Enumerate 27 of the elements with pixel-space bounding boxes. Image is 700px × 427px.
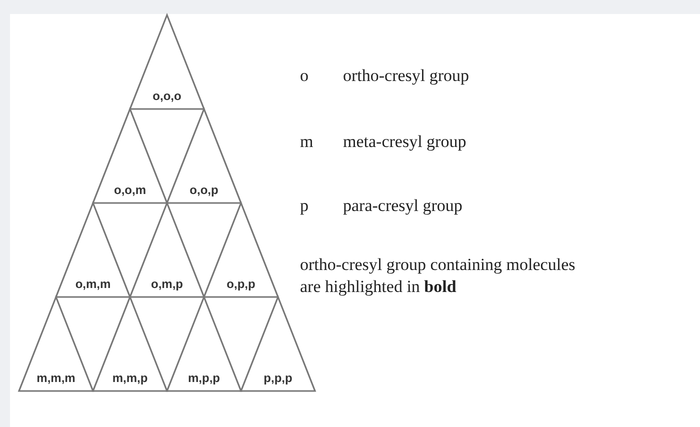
isomer-label: m,m,m (36, 371, 76, 385)
key-description: ortho-cresyl group (343, 66, 470, 86)
isomer-label: m,p,p (188, 371, 220, 385)
key-description: para-cresyl group (343, 196, 462, 216)
note-text: ortho-cresyl group containing molecules are highlighted in bold (300, 254, 576, 298)
triangle-cell (93, 109, 167, 203)
isomer-label: o,o,m (114, 183, 146, 197)
key-symbol: m (300, 132, 314, 152)
key-description: meta-cresyl group (343, 132, 466, 152)
triangle-cell (130, 203, 204, 297)
triangle-cell (167, 297, 241, 391)
isomer-label: o,m,m (75, 277, 111, 291)
triangle-cell (19, 297, 93, 391)
isomer-label: o,m,p (151, 277, 183, 291)
triangle-cell (241, 297, 315, 391)
triangle-cell (93, 297, 167, 391)
isomer-label: o,o,p (190, 183, 218, 197)
isomer-label: m,m,p (112, 371, 148, 385)
isomer-label: p,p,p (264, 371, 292, 385)
triangle-cell (167, 109, 241, 203)
isomer-label: o,p,p (226, 277, 256, 291)
triangle-cell (56, 203, 130, 297)
triangle-cell (130, 15, 204, 109)
key-symbol: p (300, 196, 308, 216)
key-symbol: o (300, 66, 308, 86)
triangle-cell (204, 203, 278, 297)
isomer-label: o,o,o (152, 89, 182, 103)
